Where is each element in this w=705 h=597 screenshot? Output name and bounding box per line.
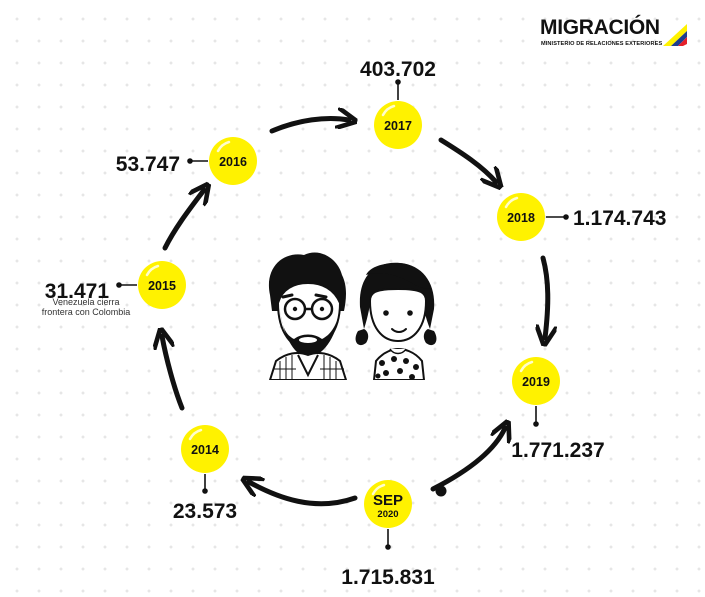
data-point-2017: 2017 403.702 <box>360 58 436 149</box>
value-label: 1.771.237 <box>511 439 604 462</box>
annotation-line: Venezuela cierra <box>52 297 119 307</box>
year-label: 2017 <box>384 119 412 133</box>
year-label: 2018 <box>507 211 535 225</box>
value-label: 31.471 <box>45 280 110 303</box>
bubble-highlight <box>188 428 203 441</box>
data-point-2018: 2018 1.174.743 <box>497 193 666 241</box>
logo-wordmark: MIGRACIÓN <box>540 16 660 39</box>
year-bubble <box>512 357 560 405</box>
year-label: 2015 <box>148 279 176 293</box>
year-bubble <box>181 425 229 473</box>
year-label: 2020 <box>377 509 398 520</box>
man-and-girl-icon <box>268 252 437 380</box>
data-point-2014: 2014 23.573 <box>173 425 237 523</box>
year-bubble <box>138 261 186 309</box>
callout-dot <box>385 544 391 550</box>
bubble-highlight <box>145 264 160 277</box>
bubble-highlight <box>381 104 396 117</box>
data-point-2016: 2016 53.747 <box>116 137 257 185</box>
callout-dot <box>533 421 539 427</box>
data-point-2019: 2019 1.771.237 <box>511 357 605 462</box>
bubble-highlight <box>216 140 231 153</box>
cycle-arrow <box>543 255 548 338</box>
callout-dot <box>563 214 569 220</box>
annotation-line: frontera con Colombia <box>42 307 131 317</box>
year-bubble <box>374 101 422 149</box>
year-bubble <box>497 193 545 241</box>
value-label: 403.702 <box>360 58 436 81</box>
value-label: 1.715.831 <box>341 566 435 589</box>
migracion-logo: MIGRACIÓN MINISTERIO DE RELACIONES EXTER… <box>540 14 690 54</box>
callout-dot <box>187 158 193 164</box>
colombia-flag-icon <box>663 24 687 46</box>
cycle-arrows <box>162 118 548 507</box>
cycle-arrow-start-dot <box>435 485 447 497</box>
logo-subtitle: MINISTERIO DE RELACIONES EXTERIORES <box>541 41 663 47</box>
value-label: 1.174.743 <box>573 207 666 230</box>
bubble-highlight <box>519 360 534 373</box>
cycle-arrow <box>249 482 358 507</box>
callout-dot <box>202 488 208 494</box>
year-bubble <box>364 480 412 528</box>
callout-dot <box>395 79 401 85</box>
cycle-arrow <box>162 336 185 411</box>
year-bubble <box>209 137 257 185</box>
year-label: 2016 <box>219 155 247 169</box>
year-label: 2014 <box>191 443 219 457</box>
bubble-highlight <box>504 196 519 209</box>
bubble-highlight <box>371 483 386 496</box>
cycle-arrow <box>438 137 496 182</box>
month-label: SEP <box>373 492 403 509</box>
cycle-arrow <box>269 118 349 134</box>
cycle-arrow <box>430 428 505 492</box>
value-label: 23.573 <box>173 500 237 523</box>
year-label: 2019 <box>522 375 550 389</box>
callout-dot <box>116 282 122 288</box>
value-label: 53.747 <box>116 153 180 176</box>
cycle-arrow <box>162 190 204 251</box>
